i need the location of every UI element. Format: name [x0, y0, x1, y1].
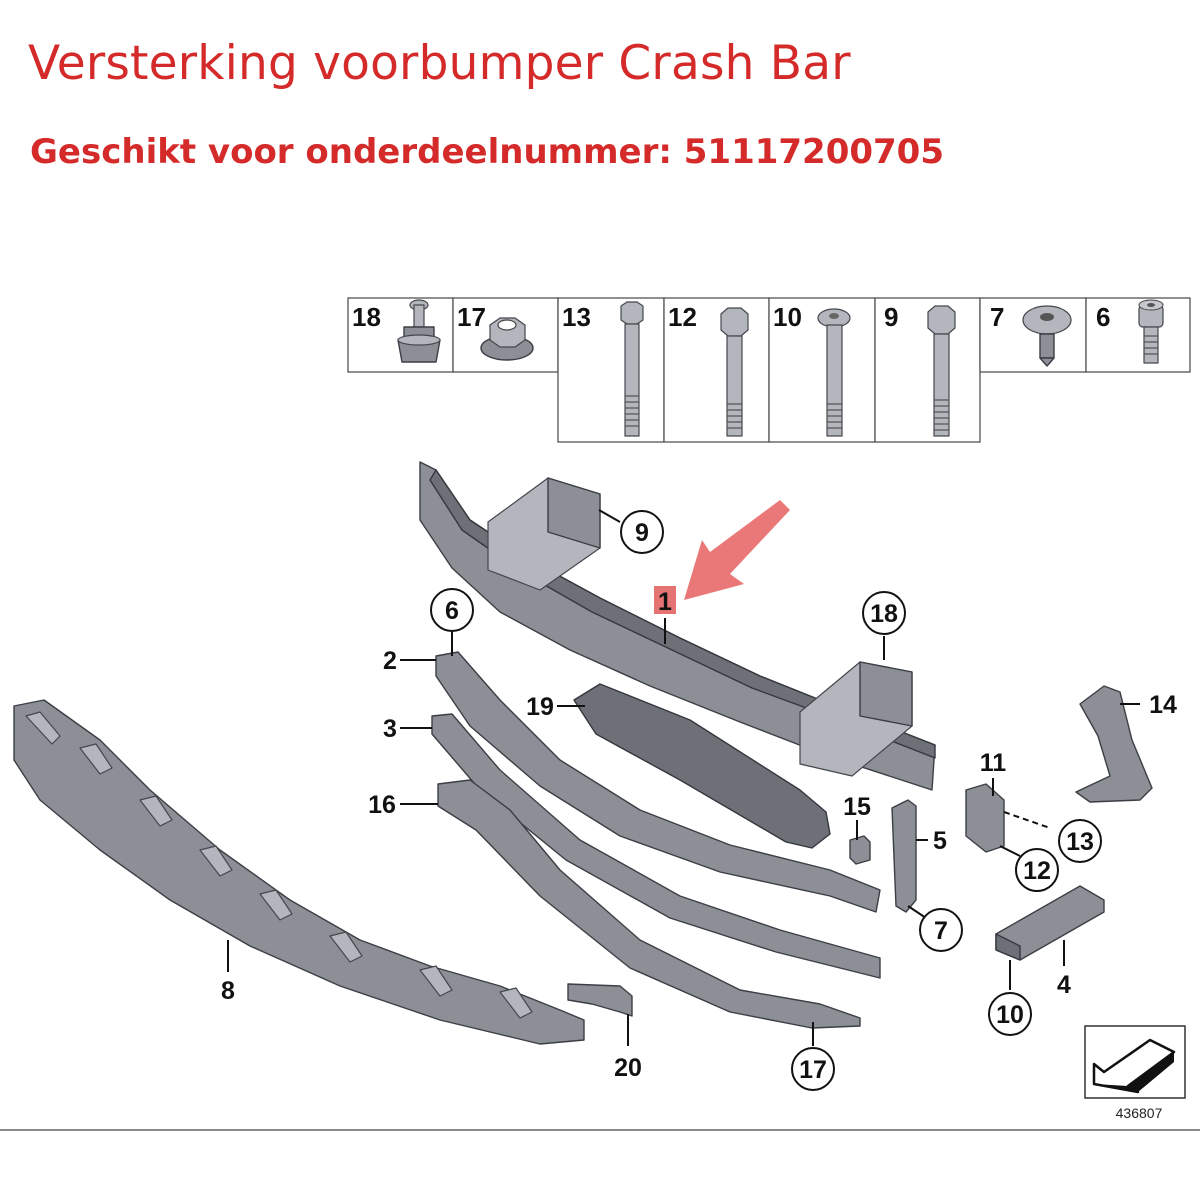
- callout-5-label: 5: [933, 827, 947, 855]
- foam-ribs: [25, 711, 533, 1019]
- table-label-10: 10: [773, 302, 802, 332]
- table-label-18: 18: [352, 302, 381, 332]
- callout-14-label: 14: [1149, 691, 1177, 719]
- highlight-box: [654, 586, 676, 614]
- callout-6-label: 6: [445, 597, 459, 625]
- table-label-7: 7: [990, 302, 1004, 332]
- callout-18-label: 18: [870, 600, 898, 628]
- callout-1-label: 1: [658, 588, 672, 616]
- table-cell-6: [1085, 297, 1191, 373]
- hex-bolt-9-icon: [927, 305, 956, 437]
- clip-15: [849, 835, 871, 865]
- bracket-20: [567, 983, 633, 1017]
- callout-2-label: 2: [383, 647, 397, 675]
- lower-bracket-2: [435, 651, 881, 913]
- callout-13-label: 13: [1066, 828, 1094, 856]
- leader-lines: [227, 509, 1140, 1046]
- table-cell-12: [663, 297, 770, 443]
- orientation-arrow-icon: [1084, 1025, 1186, 1099]
- callout-4-label: 4: [1057, 971, 1071, 999]
- callout-7: 7: [919, 908, 963, 952]
- block-4: [995, 885, 1105, 961]
- callout-20-label: 20: [614, 1054, 642, 1082]
- table-label-12: 12: [668, 302, 697, 332]
- hex-bolt-13-icon: [620, 301, 644, 437]
- callout-15-label: 15: [843, 793, 871, 821]
- crash-bar-main-beam: [419, 461, 936, 791]
- callout-7-label: 7: [934, 917, 948, 945]
- callout-12-label: 12: [1023, 857, 1051, 885]
- callout-13: 13: [1058, 819, 1102, 863]
- part-number-subtitle: Geschikt voor onderdeelnummer: 511172007…: [30, 132, 944, 172]
- push-clip-icon: [397, 299, 441, 363]
- callout-17: 17: [791, 1047, 835, 1091]
- fastener-table: 18 17 13 12 10 9 7 6: [347, 297, 1191, 443]
- callout-9-label: 9: [635, 519, 649, 547]
- callout-18: 18: [862, 591, 906, 635]
- table-label-6: 6: [1096, 302, 1110, 332]
- callout-10-label: 10: [996, 1001, 1024, 1029]
- socket-screw-6-icon: [1138, 299, 1164, 364]
- flat-head-screw-7-icon: [1022, 305, 1072, 367]
- hex-bolt-12-icon: [720, 307, 749, 437]
- page-title: Versterking voorbumper Crash Bar: [28, 36, 851, 91]
- callout-6: 6: [430, 588, 474, 632]
- callout-12: 12: [1015, 848, 1059, 892]
- callout-9: 9: [620, 510, 664, 554]
- table-label-13: 13: [562, 302, 591, 332]
- callout-19-label: 19: [526, 693, 554, 721]
- callout-10: 10: [988, 992, 1032, 1036]
- table-label-9: 9: [884, 302, 898, 332]
- callout-8-label: 8: [221, 977, 235, 1005]
- bracket-5: [891, 799, 917, 913]
- round-head-bolt-10-icon: [817, 308, 851, 437]
- reference-number: 436807: [1116, 1105, 1163, 1121]
- flange-nut-icon: [480, 317, 534, 361]
- callout-17-label: 17: [799, 1056, 827, 1084]
- callout-16-label: 16: [368, 791, 396, 819]
- callout-3-label: 3: [383, 715, 397, 743]
- lower-strut-16: [437, 779, 861, 1029]
- bracket-14: [1075, 685, 1153, 803]
- absorber-19: [573, 683, 831, 849]
- callout-11-label: 11: [980, 749, 1007, 777]
- bracket-11: [965, 783, 1005, 853]
- highlight-arrow-icon: [684, 500, 790, 600]
- table-label-17: 17: [457, 302, 486, 332]
